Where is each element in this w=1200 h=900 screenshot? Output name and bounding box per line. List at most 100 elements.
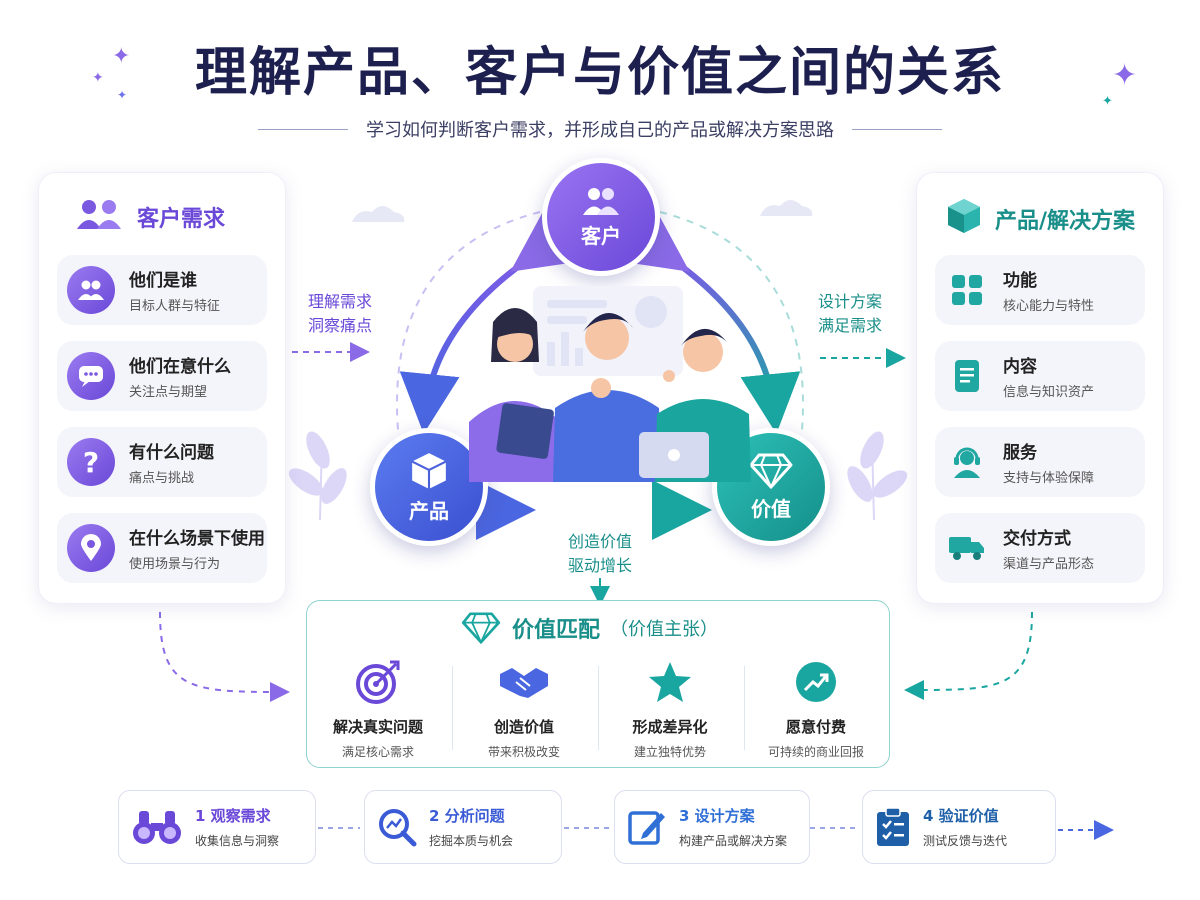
solution-item-title: 服务 (1003, 443, 1037, 463)
solution-item-content: 内容信息与知识资产 (935, 341, 1145, 411)
value-match-item-title: 创造价值 (493, 718, 554, 736)
step-title: 设计方案 (694, 807, 755, 825)
document-icon (945, 354, 989, 398)
page-title: 理解产品、客户与价值之间的关系 (194, 43, 1005, 103)
sparkle-icon: ✦ (92, 70, 104, 86)
left-flow-label: 理解需求 洞察痛点 (308, 290, 372, 338)
need-item-subtitle: 痛点与挑战 (129, 471, 195, 486)
target-icon (356, 660, 400, 704)
step-number: 3 (679, 807, 690, 825)
divider (258, 128, 348, 130)
step-title: 分析问题 (444, 807, 505, 825)
step-title: 验证价值 (938, 807, 999, 825)
sparkle-icon: ✦ (117, 88, 128, 102)
solution-item-title: 功能 (1003, 271, 1037, 291)
value-match-item-subtitle: 满足核心需求 (341, 745, 414, 759)
value-match-item: 形成差异化 建立独特优势 (600, 660, 740, 760)
need-item-scene: 在什么场景下使用使用场景与行为 (57, 513, 267, 583)
value-match-title: 价值匹配 (512, 618, 601, 643)
team-illustration (469, 286, 751, 482)
solution-title: 产品/解决方案 (995, 209, 1136, 234)
customer-needs-title: 客户需求 (137, 207, 226, 232)
magnifier-chart-icon (379, 809, 417, 847)
question-icon: ? (67, 438, 115, 486)
people-icon (67, 266, 115, 314)
need-item-subtitle: 关注点与期望 (129, 385, 208, 400)
value-match-header: 价值匹配 （价值主张） (460, 612, 718, 644)
growth-icon (796, 662, 836, 702)
value-match-item-title: 形成差异化 (632, 718, 708, 736)
solution-panel: 产品/解决方案 功能核心能力与特性 内容信息与知识资产 服务支持与体验保障 交付… (916, 172, 1164, 604)
divider (744, 666, 745, 750)
binoculars-icon (133, 811, 181, 844)
subtitle-row: 学习如何判断客户需求，并形成自己的产品或解决方案思路 (0, 116, 1200, 142)
people-icon (583, 187, 619, 215)
step-subtitle: 测试反馈与迭代 (923, 834, 1008, 848)
need-item-who: 他们是谁目标人群与特征 (57, 255, 267, 325)
solution-item-subtitle: 信息与知识资产 (1003, 385, 1095, 400)
value-match-note: （价值主张） (610, 619, 719, 640)
value-match-item-subtitle: 带来积极改变 (487, 745, 560, 759)
value-match-item-title: 愿意付费 (785, 718, 846, 736)
step-subtitle: 构建产品或解决方案 (679, 834, 788, 848)
cube-icon (411, 452, 447, 489)
truck-icon (945, 526, 989, 570)
divider (852, 128, 942, 130)
value-match-item: 解决真实问题 满足核心需求 (308, 660, 448, 760)
divider (598, 666, 599, 750)
sparkle-icon: ✦ (1102, 94, 1113, 109)
customer-node: 客户 (542, 158, 660, 276)
step-number: 1 (195, 807, 206, 825)
divider (452, 666, 453, 750)
solution-item-title: 交付方式 (1003, 529, 1071, 549)
chat-icon (67, 352, 115, 400)
value-match-item-title: 解决真实问题 (332, 718, 423, 736)
step-subtitle: 挖掘本质与机会 (429, 834, 514, 848)
value-match-item: 愿意付费 可持续的商业回报 (746, 660, 886, 760)
step-title: 观察需求 (210, 807, 271, 825)
edit-icon (628, 811, 665, 845)
step-design: 3 设计方案 构建产品或解决方案 (614, 790, 810, 864)
need-item-care: 他们在意什么关注点与期望 (57, 341, 267, 411)
solution-item-feature: 功能核心能力与特性 (935, 255, 1145, 325)
solution-item-title: 内容 (1003, 357, 1037, 377)
need-item-subtitle: 使用场景与行为 (129, 557, 221, 572)
left-flow-line: 理解需求 (308, 292, 373, 311)
headset-icon (945, 440, 989, 484)
step-number: 4 (923, 807, 934, 825)
product-label: 产品 (409, 498, 449, 523)
sparkle-icon: ✦ (1112, 58, 1138, 93)
need-item-title: 他们是谁 (129, 271, 197, 291)
solution-item-subtitle: 核心能力与特性 (1003, 299, 1095, 314)
need-item-problem: ? 有什么问题痛点与挑战 (57, 427, 267, 497)
right-flow-line: 设计方案 (818, 292, 883, 311)
need-item-title: 有什么问题 (129, 443, 214, 463)
solution-header: 产品/解决方案 (945, 197, 1135, 241)
bottom-flow-line: 创造价值 (567, 532, 632, 551)
need-item-title: 他们在意什么 (129, 357, 231, 377)
customer-needs-header: 客户需求 (75, 197, 225, 237)
page-subtitle: 学习如何判断客户需求，并形成自己的产品或解决方案思路 (366, 120, 834, 141)
customer-label: 客户 (581, 223, 621, 248)
product-node: 产品 (370, 428, 488, 546)
solution-item-delivery: 交付方式渠道与产品形态 (935, 513, 1145, 583)
diamond-icon (461, 612, 501, 644)
diamond-icon (749, 453, 793, 489)
step-subtitle: 收集信息与洞察 (195, 834, 280, 848)
step-validate: 4 验证价值 测试反馈与迭代 (862, 790, 1056, 864)
right-flow-label: 设计方案 满足需求 (818, 290, 882, 338)
need-item-title: 在什么场景下使用 (129, 529, 265, 549)
grid-icon (945, 268, 989, 312)
right-flow-line: 满足需求 (818, 316, 883, 335)
people-icon (75, 197, 125, 237)
need-item-subtitle: 目标人群与特征 (129, 299, 221, 314)
bottom-flow-line: 驱动增长 (567, 556, 632, 575)
star-icon (649, 662, 691, 702)
clipboard-check-icon (877, 807, 909, 846)
step-number: 2 (429, 807, 440, 825)
value-match-item-subtitle: 可持续的商业回报 (767, 745, 864, 759)
location-pin-icon (67, 524, 115, 572)
handshake-icon (500, 668, 548, 698)
sparkle-icon: ✦ (112, 44, 131, 69)
